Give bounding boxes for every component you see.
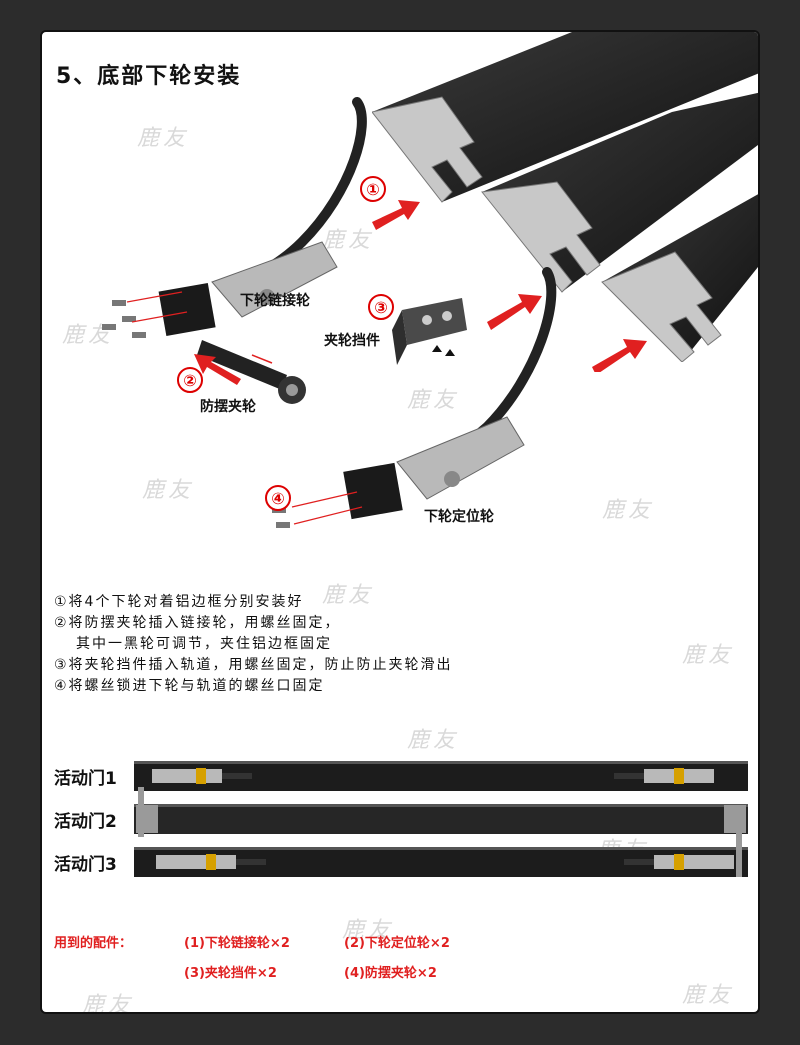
marker-4: ④ [265,485,291,511]
page-title: 5、底部下轮安装 [56,58,241,90]
door-rail-3 [134,847,748,877]
parts-heading: 用到的配件： [54,932,132,951]
door-label-1: 活动门1 [54,764,117,789]
watermark: 鹿友 [602,492,654,524]
door-rails-diagram [134,757,750,882]
door-rail-2 [134,804,748,834]
watermark: 鹿友 [682,637,734,669]
watermark: 鹿友 [82,987,134,1014]
door-label-2: 活动门2 [54,807,117,832]
watermark: 鹿友 [407,722,459,754]
arrow-icon [592,339,647,372]
marker-1: ① [360,176,386,202]
step-2-continued: 其中一黑轮可调节，夹住铝边框固定 [54,634,453,655]
steps-list: ①将4个下轮对着铝边框分别安装好 ②将防摆夹轮插入链接轮，用螺丝固定， 其中一黑… [54,592,453,697]
label-anti-sway-wheel: 防摆夹轮 [200,396,256,416]
step-3: ③将夹轮挡件插入轨道，用螺丝固定，防止防止夹轮滑出 [54,655,453,676]
door-label-3: 活动门3 [54,850,117,875]
part-item-4: (4)防摆夹轮×2 [344,962,437,981]
part-item-2: (2)下轮定位轮×2 [344,932,450,951]
step-4: ④将螺丝锁进下轮与轨道的螺丝口固定 [54,676,453,697]
step-2: ②将防摆夹轮插入链接轮，用螺丝固定， [54,613,453,634]
step-1: ①将4个下轮对着铝边框分别安装好 [54,592,453,613]
label-positioning-wheel: 下轮定位轮 [424,506,494,526]
part-item-3: (3)夹轮挡件×2 [184,962,277,981]
marker-2: ② [177,367,203,393]
watermark: 鹿友 [142,472,194,504]
part-item-1: (1)下轮链接轮×2 [184,932,290,951]
arrow-icon [372,200,420,230]
positioning-wheel-illustration [262,267,562,537]
instruction-card: 鹿友 鹿友 鹿友 鹿友 鹿友 鹿友 鹿友 鹿友 鹿友 鹿友 鹿友 鹿友 鹿友 5… [40,30,760,1014]
door-rail-1 [134,761,748,791]
watermark: 鹿友 [682,977,734,1009]
